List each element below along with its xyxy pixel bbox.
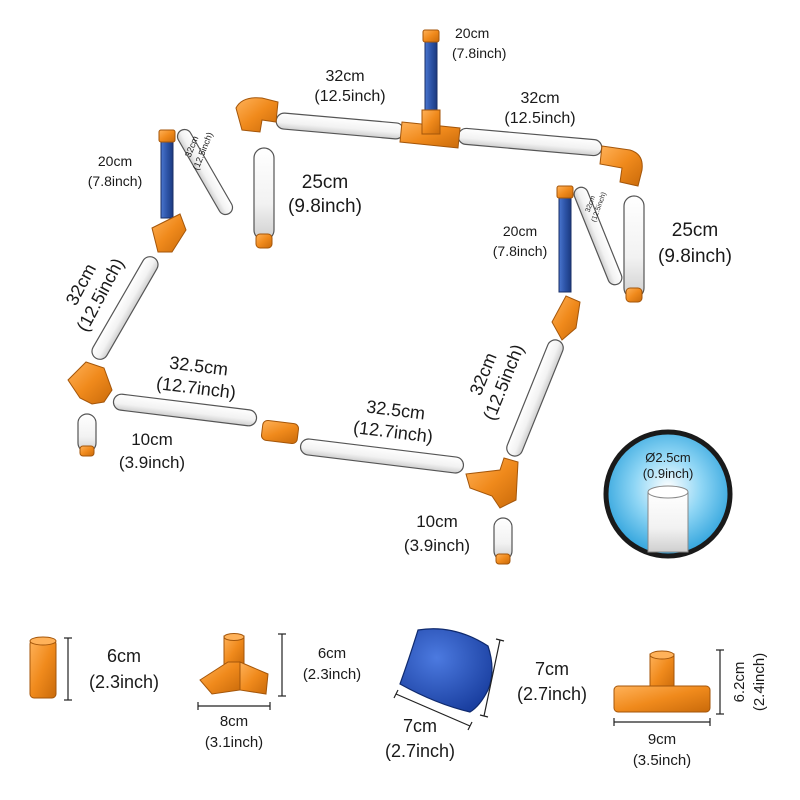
dimension-label: 32cm	[520, 90, 559, 107]
leg-back-right	[623, 195, 645, 303]
label-right-pole: 20cm (7.8inch)	[493, 223, 547, 259]
elbow-top-right	[599, 145, 643, 187]
pole-right	[556, 185, 574, 293]
dimension-label: (12.5inch)	[504, 110, 575, 127]
dimension-label: (7.8inch)	[493, 243, 547, 259]
pole-top	[422, 29, 440, 119]
pole-left	[158, 129, 176, 219]
label-top-left-pipe: 32cm (12.5inch)	[314, 68, 385, 105]
pipe-left-side	[91, 256, 159, 360]
label-back-leg-left: 25cm (9.8inch)	[288, 172, 362, 217]
tee-height-dimension	[716, 649, 724, 715]
bean-bag-bottom-cm: 7cm	[403, 716, 437, 736]
pipe-front-left	[112, 393, 258, 427]
tee-width-cm: 9cm	[648, 731, 676, 748]
pipe-top-right	[457, 127, 603, 157]
tee-width-inch: (3.5inch)	[633, 752, 691, 769]
pipe-right-small	[573, 186, 623, 286]
diameter-symbol: Ø	[645, 450, 655, 465]
tee-top	[399, 109, 461, 149]
label-back-leg-right: 25cm (9.8inch)	[658, 220, 732, 267]
dimension-label: (9.8inch)	[658, 246, 732, 267]
pipe-top-left	[275, 112, 405, 140]
corner-front-right	[465, 457, 519, 509]
corner-width-inch: (3.1inch)	[205, 734, 263, 751]
diameter-callout: Ø2.5cm (0.9inch)	[603, 429, 733, 559]
dimension-label: (9.8inch)	[288, 196, 362, 217]
diameter-inch: (0.9inch)	[643, 466, 694, 481]
dimension-label: (3.9inch)	[404, 536, 470, 555]
elbow-top-left	[235, 97, 279, 133]
diameter-cm: 2.5cm	[655, 450, 690, 465]
label-front-leg-left: 10cm (3.9inch)	[119, 430, 185, 472]
tee-right	[551, 295, 581, 341]
pipe-left-small	[176, 128, 234, 216]
dimension-label: (12.5inch)	[314, 88, 385, 105]
bean-bag-side-cm: 7cm	[535, 659, 569, 679]
coupling-inch: (2.3inch)	[89, 672, 159, 692]
tee-width-dimension	[613, 718, 711, 726]
dimension-label: 20cm	[503, 223, 537, 239]
tee-height-inch: (2.4inch)	[751, 653, 768, 711]
bean-bag-side-dimension	[479, 638, 505, 718]
tee-height-cm: 6.2cm	[731, 662, 748, 703]
dimension-label: 20cm	[98, 153, 132, 169]
corner-width-dimension	[197, 702, 271, 710]
dimension-label: 32cm	[325, 68, 364, 85]
dimension-label: 25cm	[672, 220, 718, 241]
dimension-label: 20cm	[455, 25, 489, 41]
part-corner-connector: 6cm (2.3inch) 8cm (3.1inch)	[197, 633, 361, 751]
label-front-right-pipe: 32.5cm (12.7inch)	[352, 397, 434, 447]
coupling-front	[260, 419, 300, 445]
leg-back-left	[253, 147, 275, 249]
dimension-label: 10cm	[131, 430, 173, 449]
part-bean-bag: 7cm (2.7inch) 7cm (2.7inch)	[385, 628, 587, 761]
corner-height-dimension	[278, 633, 286, 697]
dimension-label: 10cm	[416, 512, 458, 531]
pipe-front-right	[299, 438, 465, 474]
dimension-label: (7.8inch)	[88, 173, 142, 189]
label-left-pole: 20cm (7.8inch)	[88, 153, 142, 189]
coupling-dimension-line	[64, 637, 72, 701]
label-top-pole: 20cm (7.8inch)	[452, 25, 506, 61]
leg-front-left	[77, 413, 97, 457]
dimension-label: 25cm	[302, 172, 348, 193]
tee-left	[151, 213, 187, 253]
coupling-cm: 6cm	[107, 646, 141, 666]
dimension-label: (7.8inch)	[452, 45, 506, 61]
bean-bag-side-inch: (2.7inch)	[517, 684, 587, 704]
label-front-leg-right: 10cm (3.9inch)	[404, 512, 470, 555]
corner-front-left	[67, 361, 113, 405]
corner-height-inch: (2.3inch)	[303, 666, 361, 683]
part-coupling: 6cm (2.3inch)	[29, 636, 159, 701]
pipe-right-side	[506, 339, 564, 457]
bean-bag-bottom-dimension	[393, 689, 473, 731]
leg-front-right	[493, 517, 513, 565]
corner-width-cm: 8cm	[220, 713, 248, 730]
dimension-label: (3.9inch)	[119, 453, 185, 472]
dimension-label: Ø2.5cm	[645, 450, 691, 465]
label-right-side-pipe: 32cm (12.5inch)	[466, 341, 528, 423]
label-top-right-pipe: 32cm (12.5inch)	[504, 90, 575, 127]
part-tee-connector: 6.2cm (2.4inch) 9cm (3.5inch)	[613, 649, 768, 769]
bean-bag-bottom-inch: (2.7inch)	[385, 741, 455, 761]
label-front-left-pipe: 32.5cm (12.7inch)	[155, 353, 237, 403]
corner-height-cm: 6cm	[318, 645, 346, 662]
